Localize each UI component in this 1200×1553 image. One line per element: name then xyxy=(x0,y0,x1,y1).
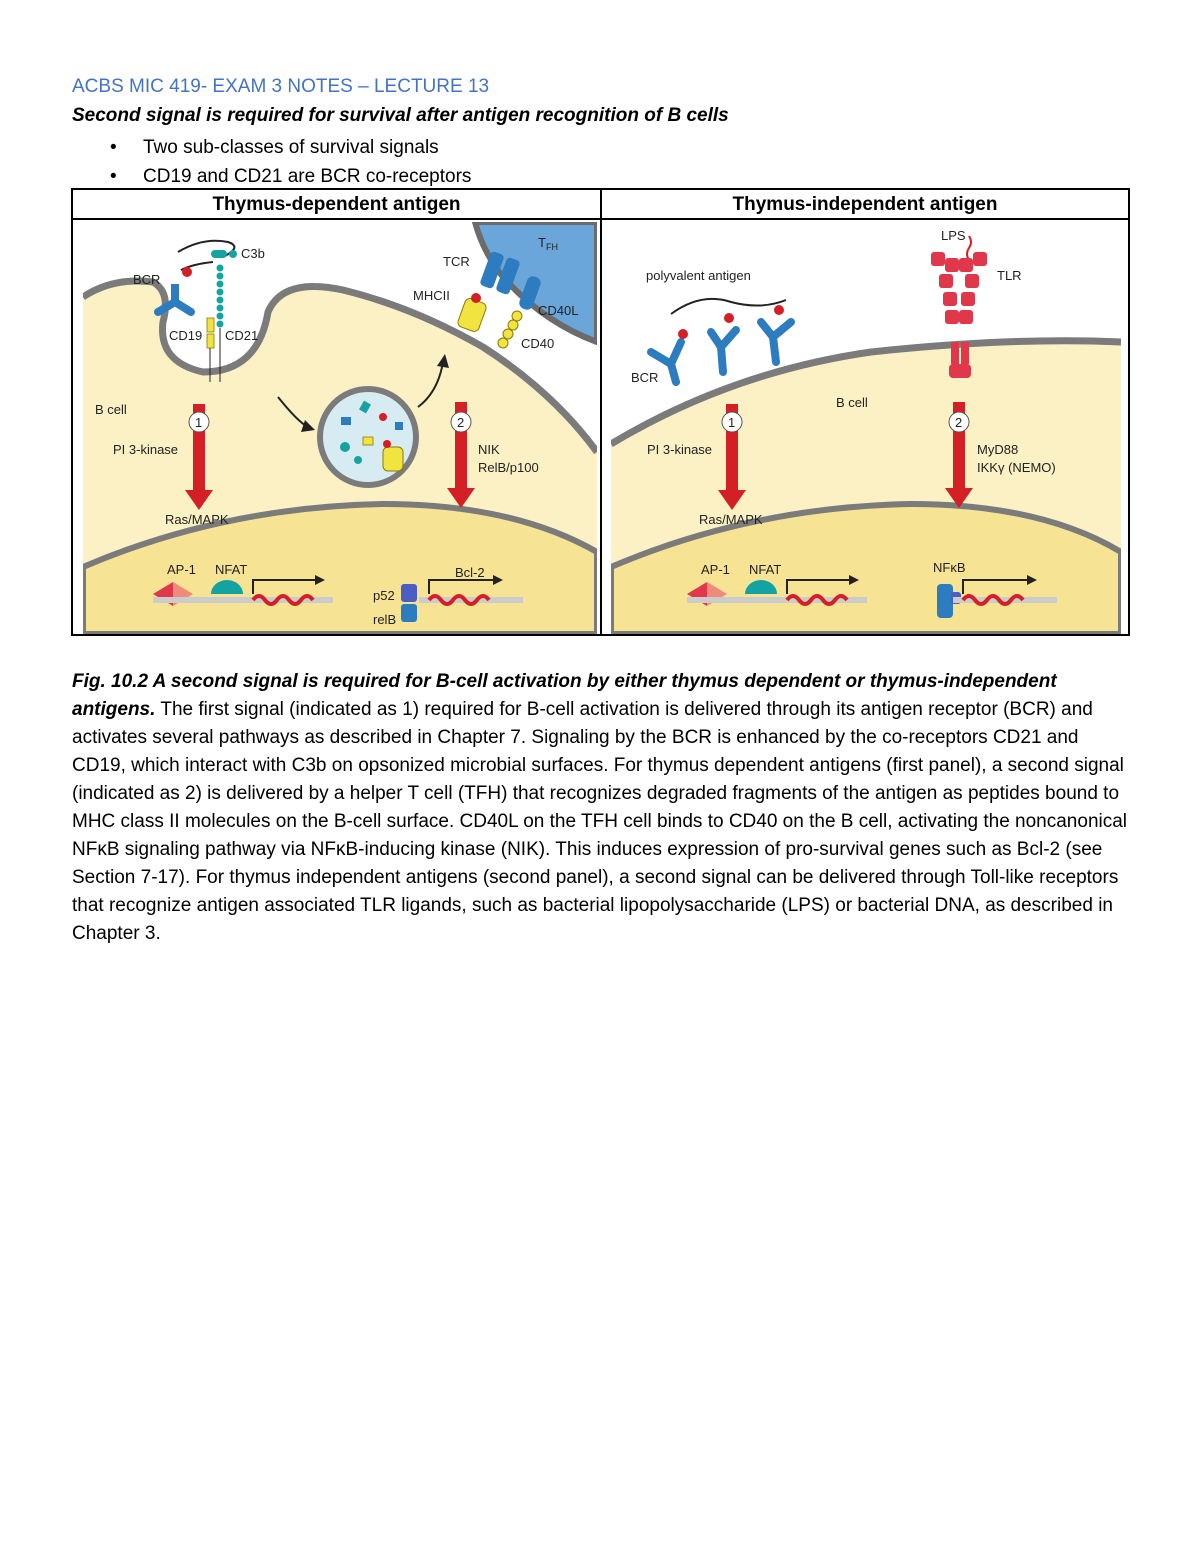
p52-relb-icon xyxy=(401,584,417,622)
bcl2-label: Bcl-2 xyxy=(455,565,485,580)
signal-1-number: 1 xyxy=(195,415,202,430)
nfat-icon xyxy=(745,580,777,594)
c3b-icon xyxy=(211,250,237,258)
cd19-icon xyxy=(206,317,215,382)
polyvalent-antigen-label: polyvalent antigen xyxy=(646,268,751,283)
column-header-thymus-independent: Thymus-independent antigen xyxy=(602,190,1128,220)
diagram-thymus-independent: polyvalent antigen BCR LPS xyxy=(611,222,1121,634)
p52-label: p52 xyxy=(373,588,395,603)
cd40-label: CD40 xyxy=(521,336,554,351)
list-item: •Two sub-classes of survival signals xyxy=(72,133,471,162)
column-divider xyxy=(600,190,602,634)
nfkb-label: NFκB xyxy=(933,560,966,575)
page-title: ACBS MIC 419- EXAM 3 NOTES – LECTURE 13 xyxy=(72,76,490,97)
nfat-label: NFAT xyxy=(215,562,247,577)
bullet-list: •Two sub-classes of survival signals •CD… xyxy=(72,133,471,191)
signal-1-number: 1 xyxy=(728,415,735,430)
section-subtitle: Second signal is required for survival a… xyxy=(72,105,729,126)
diagram-thymus-dependent: TFH BCR C3b xyxy=(83,222,597,634)
pi3k-label: PI 3-kinase xyxy=(647,442,712,457)
relb-p100-label: RelB/p100 xyxy=(478,460,539,475)
tcr-receptor-icon xyxy=(480,251,520,295)
mrna-wave xyxy=(251,594,315,606)
c3b-label: C3b xyxy=(241,246,265,261)
tlr-receptor-icon xyxy=(931,252,987,378)
relb-label: relB xyxy=(373,612,396,627)
bullet-icon: • xyxy=(110,166,117,187)
polyvalent-antigen-strand xyxy=(670,297,787,315)
tcr-label: TCR xyxy=(443,254,470,269)
presentation-arrow xyxy=(417,361,444,408)
b-cell-label: B cell xyxy=(95,402,127,417)
cd40l-icon xyxy=(519,276,541,310)
lps-squiggle-icon xyxy=(966,235,972,261)
signal-2-number: 2 xyxy=(457,415,464,430)
nfat-label: NFAT xyxy=(749,562,781,577)
nik-label: NIK xyxy=(478,442,500,457)
figure-caption: Fig. 10.2 A second signal is required fo… xyxy=(72,668,1132,948)
lps-label: LPS xyxy=(941,228,966,243)
panel-thymus-independent: polyvalent antigen BCR LPS xyxy=(611,222,1121,634)
cd40l-label: CD40L xyxy=(538,303,578,318)
mhcii-label: MHCII xyxy=(413,288,450,303)
list-item: •CD19 and CD21 are BCR co-receptors xyxy=(72,162,471,191)
mhcii-icon xyxy=(457,293,487,332)
nfat-icon xyxy=(211,580,243,594)
cd19-label: CD19 xyxy=(169,328,202,343)
cd40-icon xyxy=(497,310,523,349)
caption-lead: Fig. 10.2 A second signal is required fo… xyxy=(72,671,1057,720)
bcr-label: BCR xyxy=(133,272,160,287)
cd21-label: CD21 xyxy=(225,328,258,343)
b-cell-membrane xyxy=(611,337,1121,448)
cd21-chain-icon xyxy=(216,264,224,382)
b-cell-label: B cell xyxy=(836,395,868,410)
signal-1-arrow xyxy=(718,404,746,510)
signal-1-arrow xyxy=(185,404,213,510)
ap1-label: AP-1 xyxy=(701,562,730,577)
signal-2-arrow xyxy=(447,402,475,508)
bcr-receptor-icon xyxy=(647,305,795,386)
ap1-label: AP-1 xyxy=(167,562,196,577)
signal-2-arrow xyxy=(945,402,973,508)
column-header-thymus-dependent: Thymus-dependent antigen xyxy=(73,190,600,220)
bcr-label: BCR xyxy=(631,370,658,385)
tlr-label: TLR xyxy=(997,268,1022,283)
myd88-label: MyD88 xyxy=(977,442,1018,457)
caption-body: The first signal (indicated as 1) requir… xyxy=(72,699,1128,944)
ikk-nemo-label: IKKγ (NEMO) xyxy=(977,460,1056,475)
bcr-receptor-icon xyxy=(154,261,214,316)
panel-thymus-dependent: TFH BCR C3b xyxy=(83,222,597,634)
b-cell-membrane xyxy=(83,277,597,455)
endosome-icon xyxy=(317,386,419,488)
signal-2-number: 2 xyxy=(955,415,962,430)
figure-table: Thymus-dependent antigen Thymus-independ… xyxy=(71,188,1130,636)
bullet-icon: • xyxy=(110,137,117,158)
tfh-label: TFH xyxy=(538,235,558,252)
ras-mapk-label: Ras/MAPK xyxy=(165,512,229,527)
ras-mapk-label: Ras/MAPK xyxy=(699,512,763,527)
pi3k-label: PI 3-kinase xyxy=(113,442,178,457)
